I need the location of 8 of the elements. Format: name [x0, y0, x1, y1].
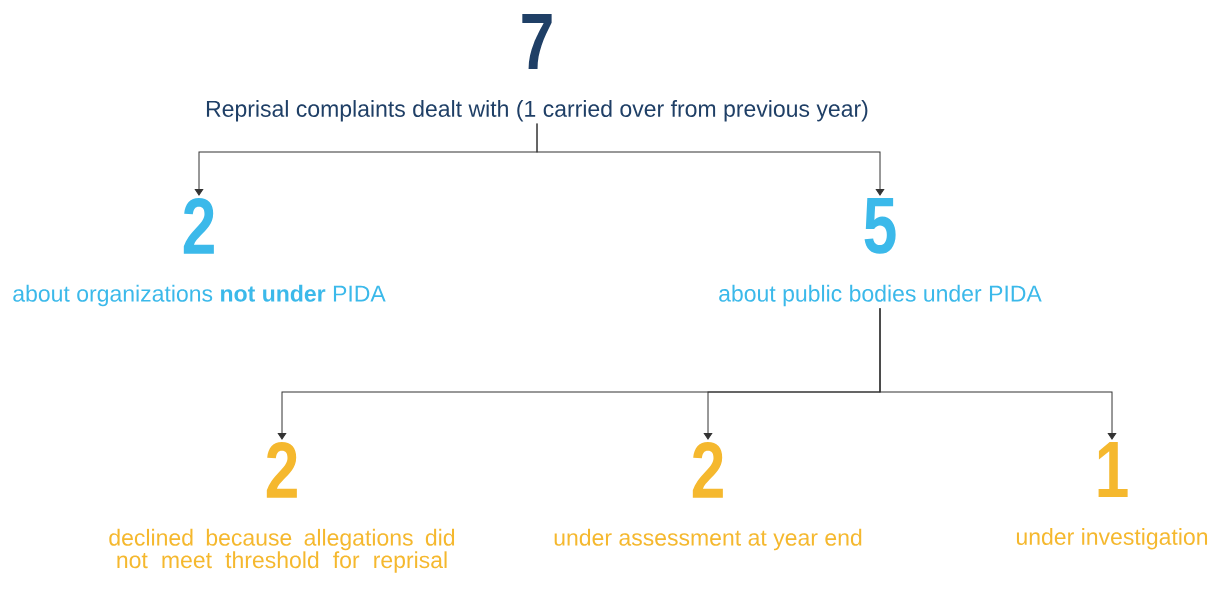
- count-label: 2 declined because allegations did not meet threshold for reprisal: [109, 442, 455, 573]
- count-label: 5 about public bodies under PIDA: [719, 198, 1042, 307]
- count-label: 1 under investigation: [1016, 442, 1208, 550]
- count-label: 2 under assessment at year end: [554, 442, 862, 551]
- count-label: 7 Reprisal complaints dealt with (1 carried over from previous year): [206, 14, 868, 122]
- arrow: [536, 123, 885, 196]
- count-label: 2 about organizations not under PIDA: [13, 198, 386, 307]
- arrow: [879, 307, 1117, 440]
